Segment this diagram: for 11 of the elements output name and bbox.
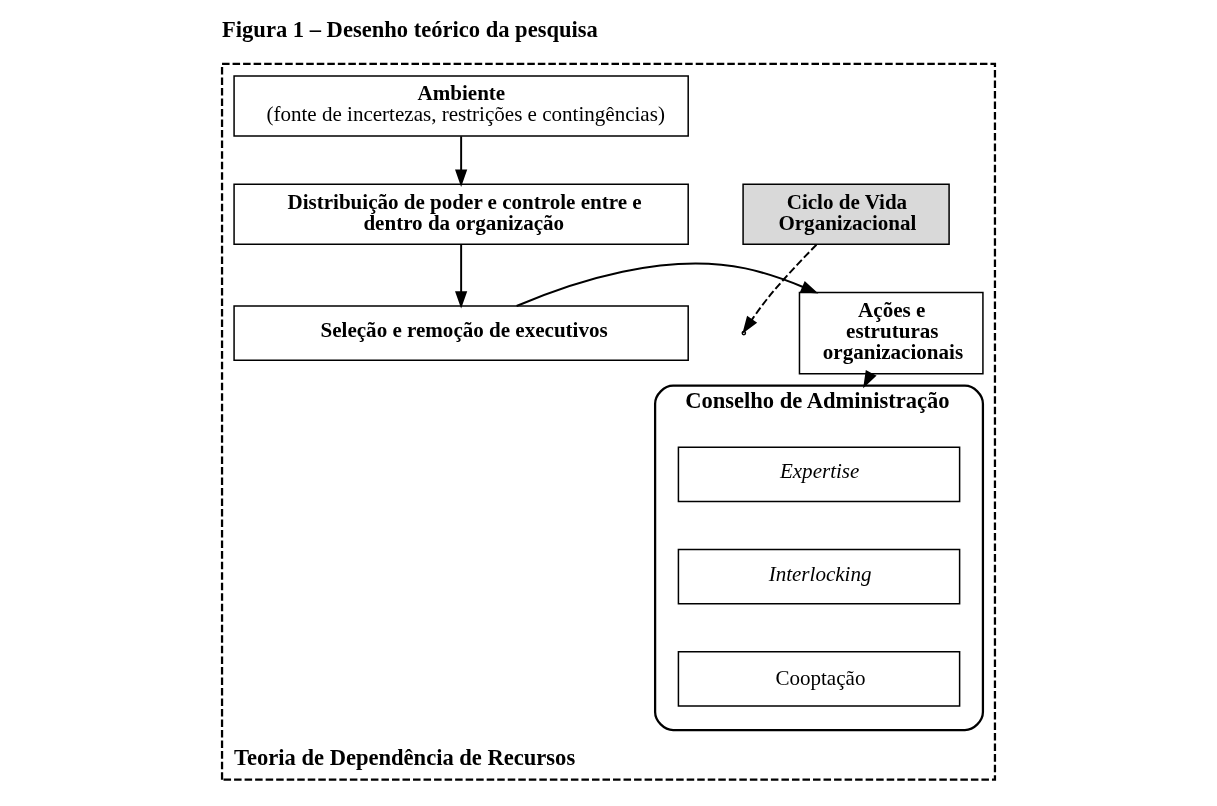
node-box: Expertise (677, 446, 961, 503)
node-box: Interlocking (677, 548, 961, 605)
node-box: Distribuição de poder e controle entre e dentro da organização (233, 183, 689, 246)
arrow (515, 262, 819, 307)
node-box: Ciclo de Vida Organizacional (742, 183, 950, 246)
arrow (455, 135, 468, 187)
diagram-title: Figura 1 – Desenho teórico da pesquisa (222, 16, 598, 42)
node-box: Seleção e remoção de executivos (233, 305, 689, 361)
node-box: Ambiente (fonte de incertezas, restrições e contingências) (233, 75, 689, 137)
node-box: Cooptação (677, 651, 961, 707)
arrow (455, 243, 468, 309)
